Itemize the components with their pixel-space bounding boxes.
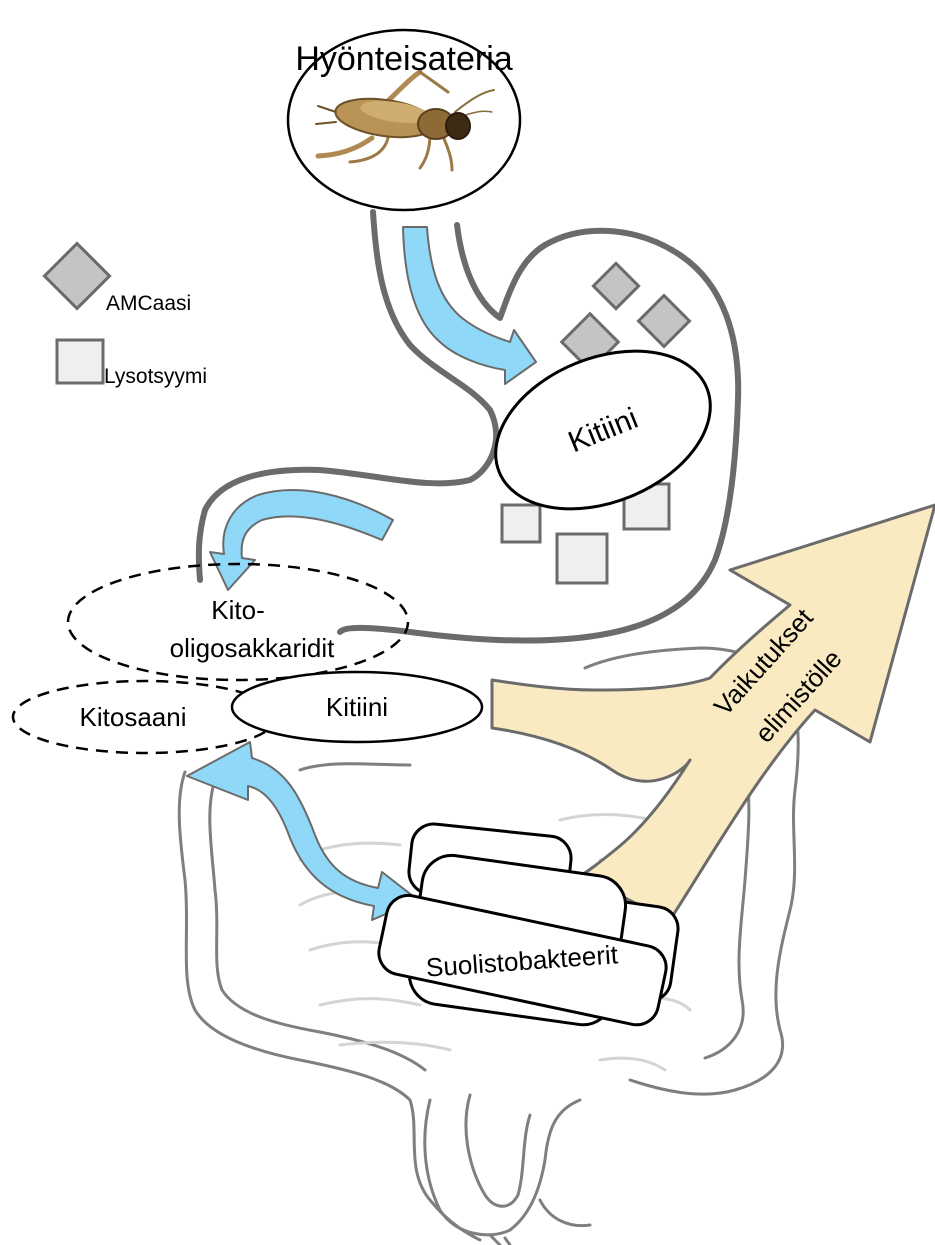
- amcase-legend-label: AMCaasi: [106, 292, 191, 315]
- insect-feed-title: Hyönteisateria: [295, 40, 512, 78]
- oligosaccharides-label-line1: Kito-: [211, 595, 264, 625]
- flow-arrow-stomach-out: [210, 490, 393, 590]
- amcase-enzyme: [593, 263, 638, 308]
- oligosaccharides-label-line2: oligosakkaridit: [170, 633, 336, 663]
- chitosan-label: Kitosaani: [80, 702, 187, 732]
- lysozyme-enzyme: [502, 505, 540, 542]
- chitin-product-label: Kitiini: [326, 692, 388, 722]
- insect-feed: Hyönteisateria: [288, 30, 520, 210]
- amcase-enzyme: [639, 296, 690, 347]
- flow-arrows: [187, 227, 536, 920]
- lysozyme-legend-label: Lysotsyymi: [104, 365, 207, 388]
- legend: AMCaasi Lysotsyymi: [44, 243, 207, 388]
- amcase-legend-icon: [44, 243, 109, 308]
- lysozyme-enzyme: [557, 534, 607, 583]
- lysozyme-legend-icon: [57, 340, 103, 383]
